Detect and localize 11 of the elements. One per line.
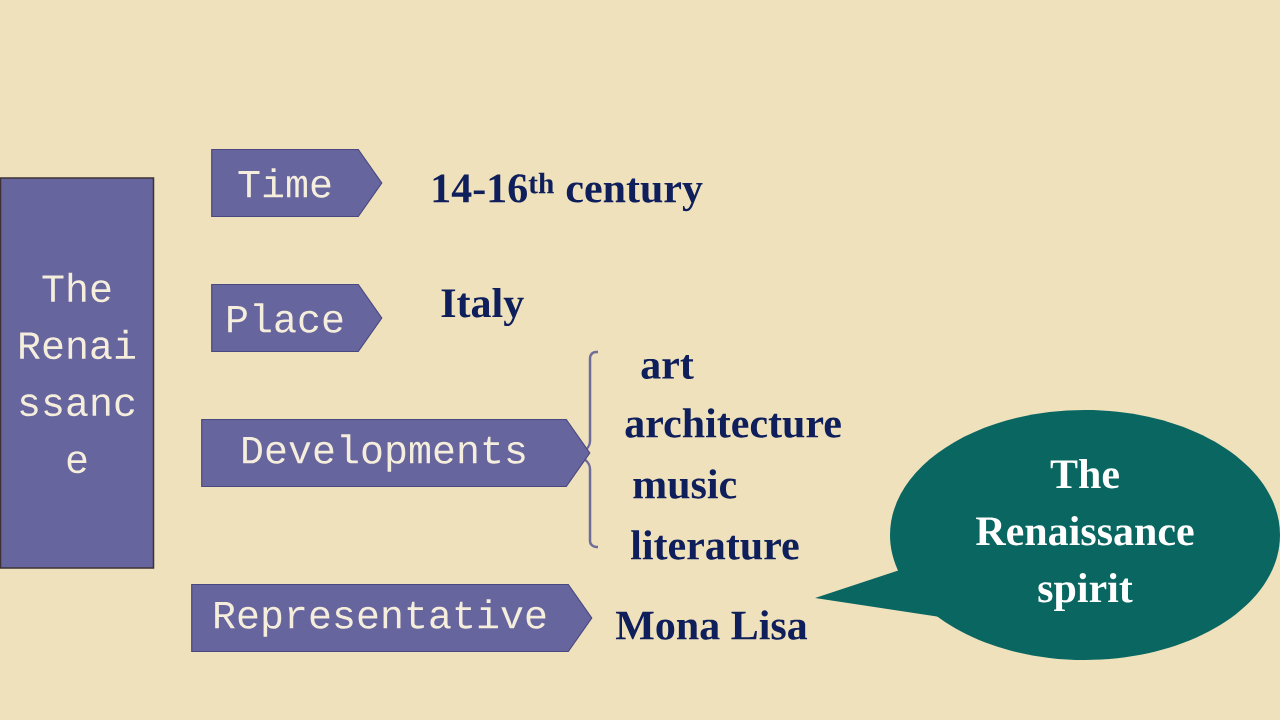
item-text: Italy xyxy=(441,287,524,327)
item-text: music xyxy=(633,469,737,499)
item-text: 14-16$^{th}$ century xyxy=(433,172,703,212)
title-box: The Renai ssanc e xyxy=(0,177,155,569)
item-text: art xyxy=(641,354,694,379)
arrow-tag: Place xyxy=(211,283,383,353)
item-text: literature xyxy=(631,530,799,560)
arrow-tag: Developments xyxy=(201,418,591,488)
item-text: Mona Lisa xyxy=(615,610,808,640)
arrow-tag: Time xyxy=(211,148,383,218)
arrow-tag: Representative xyxy=(191,583,593,653)
